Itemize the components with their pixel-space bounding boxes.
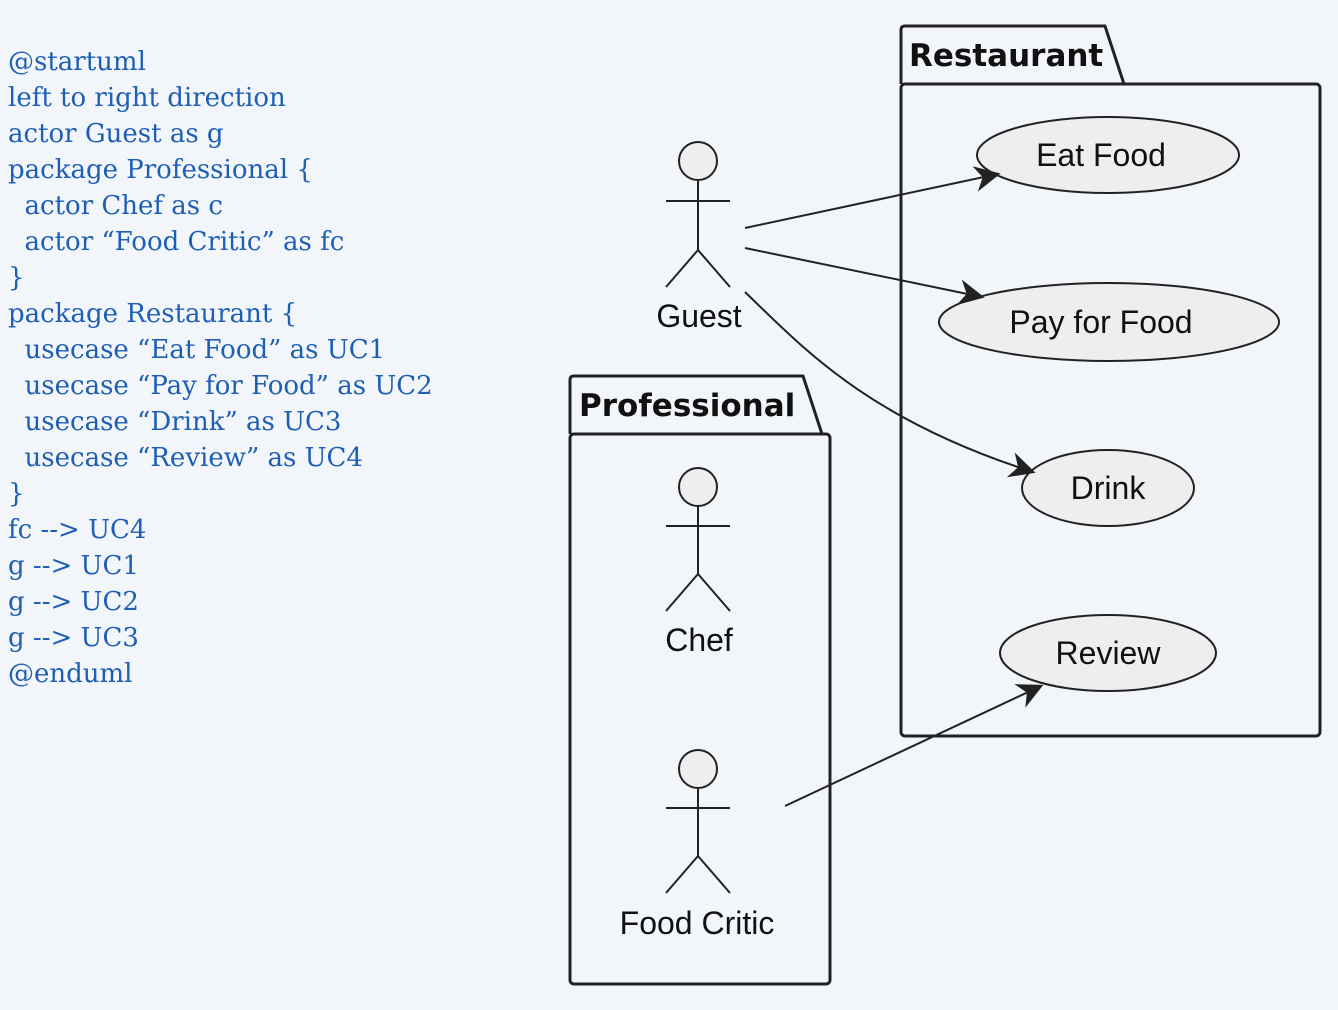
package-title: Professional: [579, 388, 795, 424]
actor-label: Chef: [665, 622, 733, 658]
usecase-label: Drink: [1071, 470, 1147, 506]
usecase-label: Review: [1056, 635, 1162, 671]
code-line: }: [8, 263, 25, 293]
arrow-guest-to-drink: [744, 291, 1036, 478]
code-line: fc --> UC4: [8, 515, 147, 545]
code-line: @startuml: [8, 47, 146, 77]
usecase-label: Eat Food: [1036, 137, 1166, 173]
stick-figure-icon: [665, 749, 731, 894]
arrow-food-critic-to-review: [784, 684, 1044, 807]
usecase-ellipse: [976, 116, 1240, 194]
package-title: Restaurant: [909, 38, 1103, 74]
code-line: actor Chef as c: [8, 191, 223, 221]
code-line: }: [8, 479, 25, 509]
code-line: usecase “Drink” as UC3: [8, 407, 342, 437]
code-line: g --> UC1: [8, 551, 139, 581]
code-line: actor Guest as g: [8, 119, 224, 149]
usecase-ellipse: [999, 614, 1217, 692]
package-body: [899, 82, 1322, 738]
code-line: @enduml: [8, 659, 133, 689]
code-line: usecase “Eat Food” as UC1: [8, 335, 386, 365]
actor-label: Food Critic: [620, 905, 775, 941]
stick-figure-icon: [665, 467, 731, 612]
actor-label: Guest: [656, 298, 741, 334]
code-line: g --> UC3: [8, 623, 139, 653]
package-tab: [899, 24, 1126, 85]
code-line: usecase “Review” as UC4: [8, 443, 363, 473]
usecase-ellipse: [938, 282, 1280, 362]
arrow-guest-to-pay-for-food: [744, 247, 985, 305]
code-line: usecase “Pay for Food” as UC2: [8, 371, 433, 401]
usecase-eat-food: Eat Food: [976, 116, 1240, 194]
code-line: left to right direction: [8, 83, 286, 113]
usecase-review: Review: [999, 614, 1217, 692]
usecase-pay-for-food: Pay for Food: [938, 282, 1280, 362]
actor-chef: Chef: [665, 467, 733, 658]
plantuml-source-code: @startuml left to right direction actor Gu…: [8, 44, 433, 692]
stick-figure-icon: [665, 141, 731, 288]
code-line: g --> UC2: [8, 587, 139, 617]
actor-guest: Guest: [656, 141, 742, 334]
package-tab: [568, 374, 824, 435]
usecase-ellipse: [1021, 449, 1195, 527]
usecase-drink: Drink: [1021, 449, 1195, 527]
code-line: actor “Food Critic” as fc: [8, 227, 345, 257]
usecase-label: Pay for Food: [1009, 304, 1192, 340]
arrow-guest-to-eat-food: [744, 166, 1001, 229]
actor-food-critic: Food Critic: [620, 749, 775, 941]
package-restaurant: Restaurant: [899, 24, 1322, 738]
package-body: [568, 432, 832, 986]
code-line: package Professional {: [8, 155, 313, 185]
package-professional: Professional: [568, 374, 832, 986]
code-line: package Restaurant {: [8, 299, 298, 329]
